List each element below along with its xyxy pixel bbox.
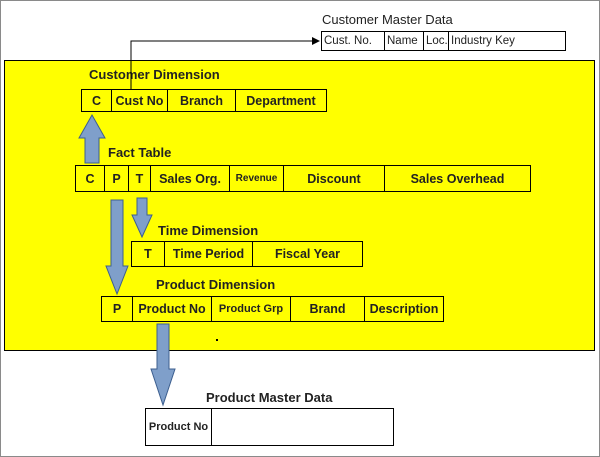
customer-dimension-col-c: C [82,90,112,111]
time-dimension-table: T Time Period Fiscal Year [131,241,363,267]
cube-area [4,60,595,351]
fact-table: C P T Sales Org. Revenue Discount Sales … [75,165,531,192]
product-dim-col-product-grp: Product Grp [212,297,291,321]
product-master-col-product-no: Product No [146,409,212,445]
fact-col-sales-org: Sales Org. [151,166,230,191]
product-master-table: Product No [145,408,394,446]
customer-dimension-col-custno: Cust No [112,90,168,111]
product-dim-col-product-no: Product No [133,297,212,321]
fact-col-c: C [76,166,105,191]
customer-master-table: Cust. No. Name Loc. Industry Key [321,31,566,51]
product-dim-col-brand: Brand [291,297,365,321]
fact-col-sales-overhead: Sales Overhead [410,171,505,186]
customer-master-col-industry: Industry Key [451,35,515,47]
time-col-fiscal-year: Fiscal Year [274,247,341,261]
customer-dimension-col-department: Department [246,93,316,108]
fact-col-revenue: Revenue [230,166,284,191]
stray-dot [216,339,218,341]
fact-col-p: P [105,166,129,191]
time-dimension-title: Time Dimension [158,223,259,238]
customer-master-title: Customer Master Data [322,12,453,27]
fact-table-title: Fact Table [108,145,172,160]
customer-master-col-loc: Loc. [424,32,449,50]
customer-master-col-custno: Cust. No. [322,32,385,50]
product-master-title: Product Master Data [206,390,333,405]
customer-dimension-table: C Cust No Branch Department [81,89,327,112]
product-master-col-empty [212,409,393,445]
time-col-time-period: Time Period [165,242,253,266]
product-dim-col-p: P [102,297,133,321]
fact-col-discount: Discount [284,166,385,191]
customer-dimension-title: Customer Dimension [89,67,220,82]
product-dimension-table: P Product No Product Grp Brand Descripti… [101,296,444,322]
customer-master-col-name: Name [385,32,424,50]
fact-col-t: T [129,166,151,191]
product-dim-col-description: Description [369,302,439,316]
product-dimension-title: Product Dimension [156,277,276,292]
customer-dimension-col-branch: Branch [168,90,236,111]
time-col-t: T [132,242,165,266]
